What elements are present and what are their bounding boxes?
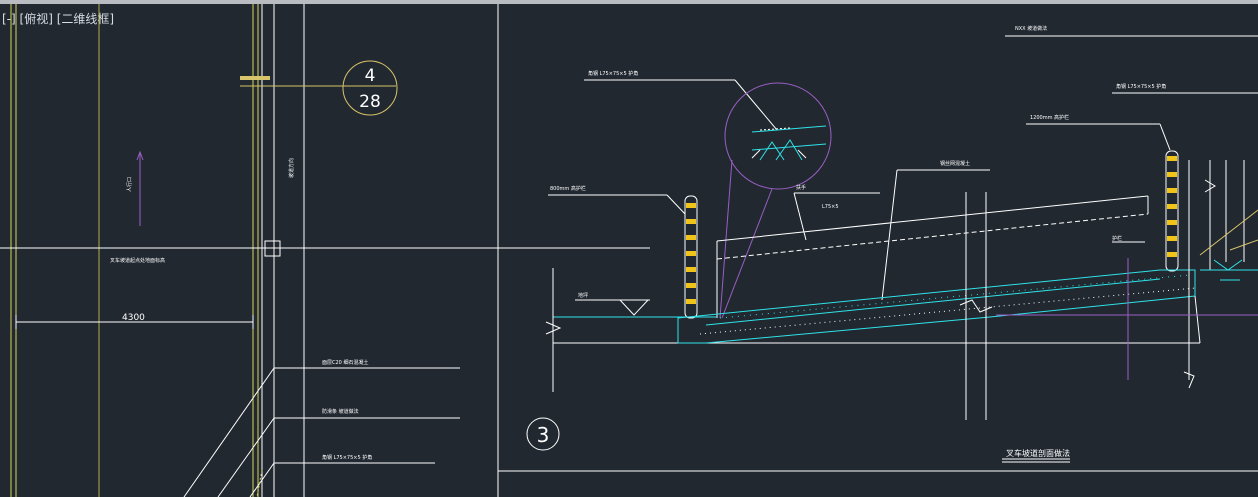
crosshair-pickbox: [264, 240, 281, 257]
svg-text:防滑条 坡道做法: 防滑条 坡道做法: [322, 408, 359, 415]
svg-text:角钢 L75×75×5 护角: 角钢 L75×75×5 护角: [588, 70, 638, 77]
detail-reference-bubble[interactable]: 4 28: [342, 60, 398, 116]
ramp-section: NXX 坡道做法 800mm 高护栏 角钢 L75×75×5 护角: [545, 25, 1258, 420]
section-title-text: 叉车坡道剖面做法: [1006, 448, 1070, 458]
svg-text:800mm 高护栏: 800mm 高护栏: [550, 185, 586, 192]
svg-text:角钢 L75×75×5 护角: 角钢 L75×75×5 护角: [1116, 83, 1166, 90]
svg-text:坡道方向: 坡道方向: [288, 158, 295, 178]
detail-bubble-bottom: 28: [359, 92, 381, 112]
visual-style-control[interactable]: [二维线框]: [56, 12, 115, 26]
svg-text:角钢 L75×75×5 护角: 角钢 L75×75×5 护角: [322, 454, 372, 461]
view-direction-control[interactable]: [俯视]: [19, 12, 53, 26]
dimension-text-4300: 4300: [122, 313, 145, 323]
svg-text:L75×5: L75×5: [822, 204, 839, 210]
detail-bubble-top: 4: [365, 66, 376, 86]
svg-text:护栏: 护栏: [1112, 235, 1122, 242]
top-toolbar-strip: [0, 0, 1258, 4]
viewport-minus-control[interactable]: [-]: [2, 12, 16, 26]
svg-text:叉车坡道起点处地面标高: 叉车坡道起点处地面标高: [110, 257, 165, 264]
viewport-controls: [-] [俯视] [二维线框]: [2, 10, 114, 27]
svg-text:面层C20 细石混凝土: 面层C20 细石混凝土: [322, 359, 368, 366]
svg-text:NXX 坡道做法: NXX 坡道做法: [1015, 25, 1047, 32]
svg-text:钢丝网混凝土: 钢丝网混凝土: [940, 160, 970, 167]
svg-text:1200mm 高护栏: 1200mm 高护栏: [1030, 114, 1069, 121]
section-number-bubble[interactable]: 3: [526, 417, 560, 451]
svg-text:扶手: 扶手: [796, 184, 806, 191]
section-number-text: 3: [537, 423, 550, 447]
section-title-block: 叉车坡道剖面做法: [1002, 448, 1070, 463]
plan-view: 人行口 坡道方向 叉车坡道起点处地面标高 4300 面层C20 细石混凝土 防滑…: [0, 4, 650, 497]
detail-marker-bar: [240, 76, 270, 80]
svg-text:地坪: 地坪: [578, 292, 588, 299]
svg-text:人行口: 人行口: [126, 177, 133, 192]
